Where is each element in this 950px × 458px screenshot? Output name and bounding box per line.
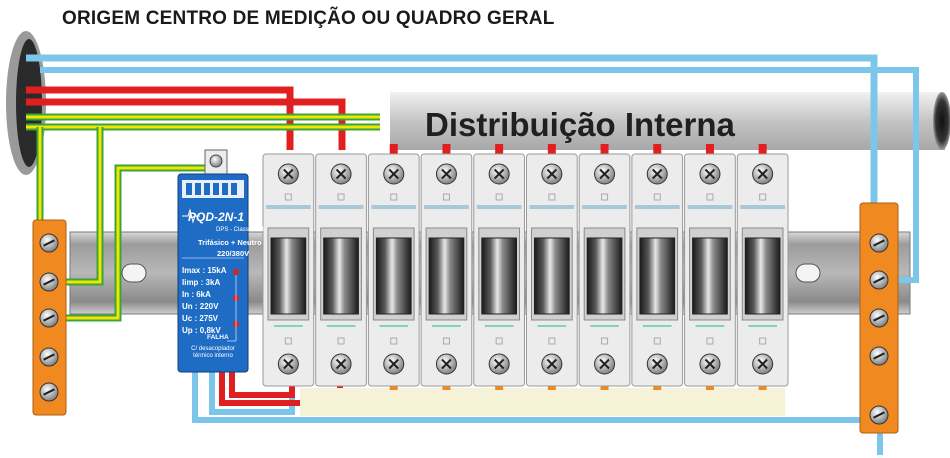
breaker-bottom-screw-icon (435, 353, 457, 375)
right-terminal-screw-icon (869, 233, 889, 253)
breaker-bottom-screw-icon (752, 353, 774, 375)
dps-device (177, 149, 249, 373)
breaker-top-screw-icon (752, 163, 774, 185)
circuit-breaker (526, 144, 578, 390)
shadow-band (300, 388, 785, 416)
dps-voltage-label: 220/380V (217, 249, 250, 258)
dps-spec-un: Un : 220V (182, 302, 219, 311)
circuit-breaker (473, 144, 525, 390)
breaker-top-screw-icon (541, 163, 563, 185)
circuit-breaker (578, 144, 631, 390)
dps-fail-label: FALHA (207, 334, 229, 341)
circuit-breaker (631, 144, 684, 390)
breaker-bottom-screw-icon (541, 353, 563, 375)
right-terminal-screws (869, 233, 889, 425)
breaker-bottom-screw-icon (383, 353, 405, 375)
breaker-bottom-screw-icon (277, 353, 299, 375)
breaker-top-screw-icon (646, 163, 668, 185)
dps-spec-in: In : 6kA (182, 290, 211, 299)
conduit-pipe (390, 92, 950, 150)
breaker-top-screw-icon (277, 163, 299, 185)
left-terminal-screw-icon (39, 347, 59, 367)
breaker-bottom-screw-icon (330, 353, 352, 375)
dps-top-screw-icon (209, 154, 223, 168)
dps-spec-imax: Imax : 15kA (182, 266, 227, 275)
circuit-breaker (736, 144, 789, 390)
dps-spec-uc: Uc : 275V (182, 314, 219, 323)
breaker-bottom-screw-icon (646, 353, 668, 375)
right-terminal-screw-icon (869, 346, 889, 366)
circuit-breaker (315, 153, 367, 387)
breaker-top-screw-icon (594, 163, 616, 185)
circuit-breaker (420, 144, 473, 390)
right-terminal-screw-icon (869, 405, 889, 425)
left-terminal-screw-icon (39, 233, 59, 253)
dps-note-label: C/ desacoplador térmico interno (191, 346, 235, 359)
right-terminal-screw-icon (869, 270, 889, 290)
dps-model-label: PQD-2N-1 (188, 210, 245, 224)
page-title: ORIGEM CENTRO DE MEDIÇÃO OU QUADRO GERAL (62, 8, 555, 29)
breaker-top-screw-icon (699, 163, 721, 185)
dps-spec-iimp: Iimp : 3kA (182, 278, 221, 287)
breaker-top-screw-icon (488, 163, 510, 185)
dps-type-label: Trifásico + Neutro (198, 238, 262, 247)
right-terminal-screw-icon (869, 308, 889, 328)
breaker-bottom-screw-icon (594, 353, 616, 375)
left-terminal-screw-icon (39, 382, 59, 402)
breaker-top-screw-icon (435, 163, 457, 185)
breaker-top-screw-icon (330, 163, 352, 185)
breaker-bottom-screw-icon (699, 353, 721, 375)
circuit-breaker (367, 144, 420, 390)
left-terminal-screw-icon (39, 308, 59, 328)
left-terminal-screw-icon (39, 272, 59, 292)
left-terminal-screws (39, 233, 59, 402)
circuit-breakers (262, 144, 789, 390)
breaker-top-screw-icon (383, 163, 405, 185)
breaker-bottom-screw-icon (488, 353, 510, 375)
diagram-subtitle: Distribuição Interna (425, 106, 735, 143)
dps-class-label: DPS - Classe II/III (216, 227, 264, 233)
conductors (26, 54, 919, 455)
dps-spec-up: Up : 0,8kV (182, 326, 221, 335)
circuit-breaker (262, 153, 315, 387)
circuit-breaker (684, 144, 736, 390)
